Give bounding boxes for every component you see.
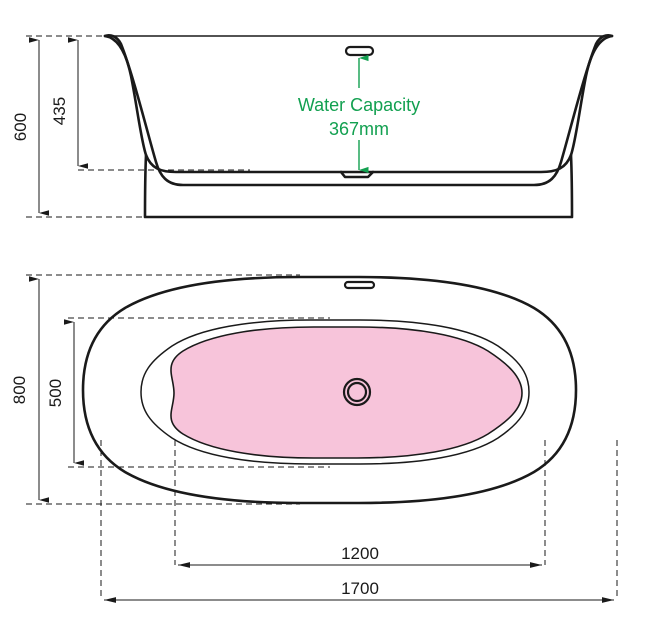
dim-label-1700: 1700 bbox=[341, 579, 379, 598]
dimension-plan-800: 800 bbox=[10, 276, 49, 503]
tub-outer-rim-plan bbox=[81, 275, 578, 505]
dimension-elevation-435: 435 bbox=[50, 37, 88, 169]
dim-label-500: 500 bbox=[46, 379, 65, 407]
overflow-slot-icon bbox=[344, 45, 375, 57]
plan-view: 800 500 1200 1700 bbox=[10, 274, 618, 603]
water-capacity-title: Water Capacity bbox=[298, 95, 420, 115]
drain-plan-icon bbox=[342, 377, 372, 407]
elevation-view: 600 435 Water Capacity 367mm bbox=[11, 33, 614, 219]
tub-base-profile bbox=[143, 153, 574, 219]
overflow-slot-plan-icon bbox=[343, 280, 376, 290]
dimension-elevation-600: 600 bbox=[11, 37, 49, 216]
dim-label-435: 435 bbox=[50, 97, 69, 125]
drain-recess-icon bbox=[339, 170, 375, 179]
dimension-plan-500: 500 bbox=[46, 319, 84, 466]
dimension-plan-1200: 1200 bbox=[178, 544, 542, 568]
tub-inner-edge-plan bbox=[140, 319, 530, 465]
tub-inner-profile bbox=[103, 34, 614, 174]
dimension-plan-1700: 1700 bbox=[104, 579, 614, 603]
dim-label-600: 600 bbox=[11, 113, 30, 141]
dim-label-800: 800 bbox=[10, 376, 29, 404]
water-capacity-value: 367mm bbox=[329, 119, 389, 139]
water-capacity-annotation: Water Capacity 367mm bbox=[298, 54, 420, 174]
water-area-fill bbox=[170, 326, 523, 459]
dim-label-1200: 1200 bbox=[341, 544, 379, 563]
